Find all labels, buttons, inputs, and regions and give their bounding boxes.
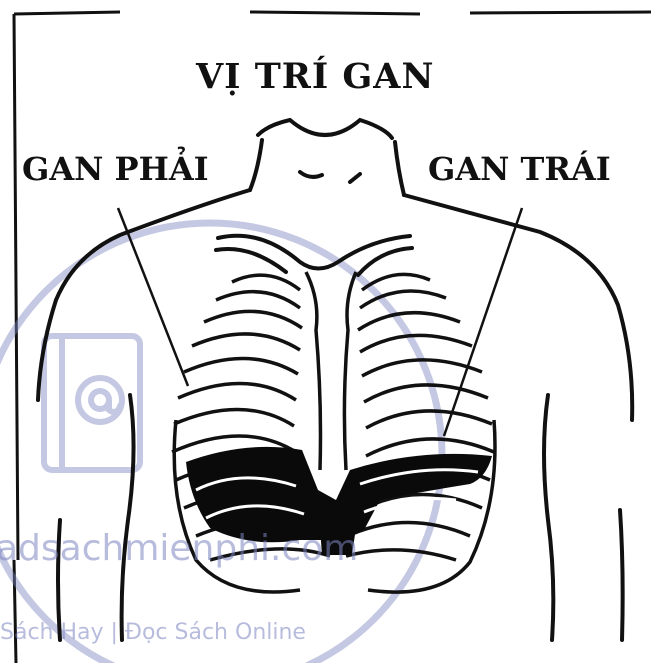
liver-left-lobe [336, 454, 492, 540]
watermark-logo [0, 223, 442, 663]
left-lobe-label: GAN TRÁI [428, 150, 611, 188]
book-at-sign-icon [44, 336, 140, 470]
watermark-site-text: adsachmienphi.com [0, 528, 358, 569]
diagram-title: VỊ TRÍ GAN [196, 56, 434, 97]
watermark-tagline: Sách Hay | Đọc Sách Online [0, 620, 306, 645]
right-lobe-label: GAN PHẢI [22, 150, 209, 188]
leader-line-right-lobe [118, 208, 188, 386]
